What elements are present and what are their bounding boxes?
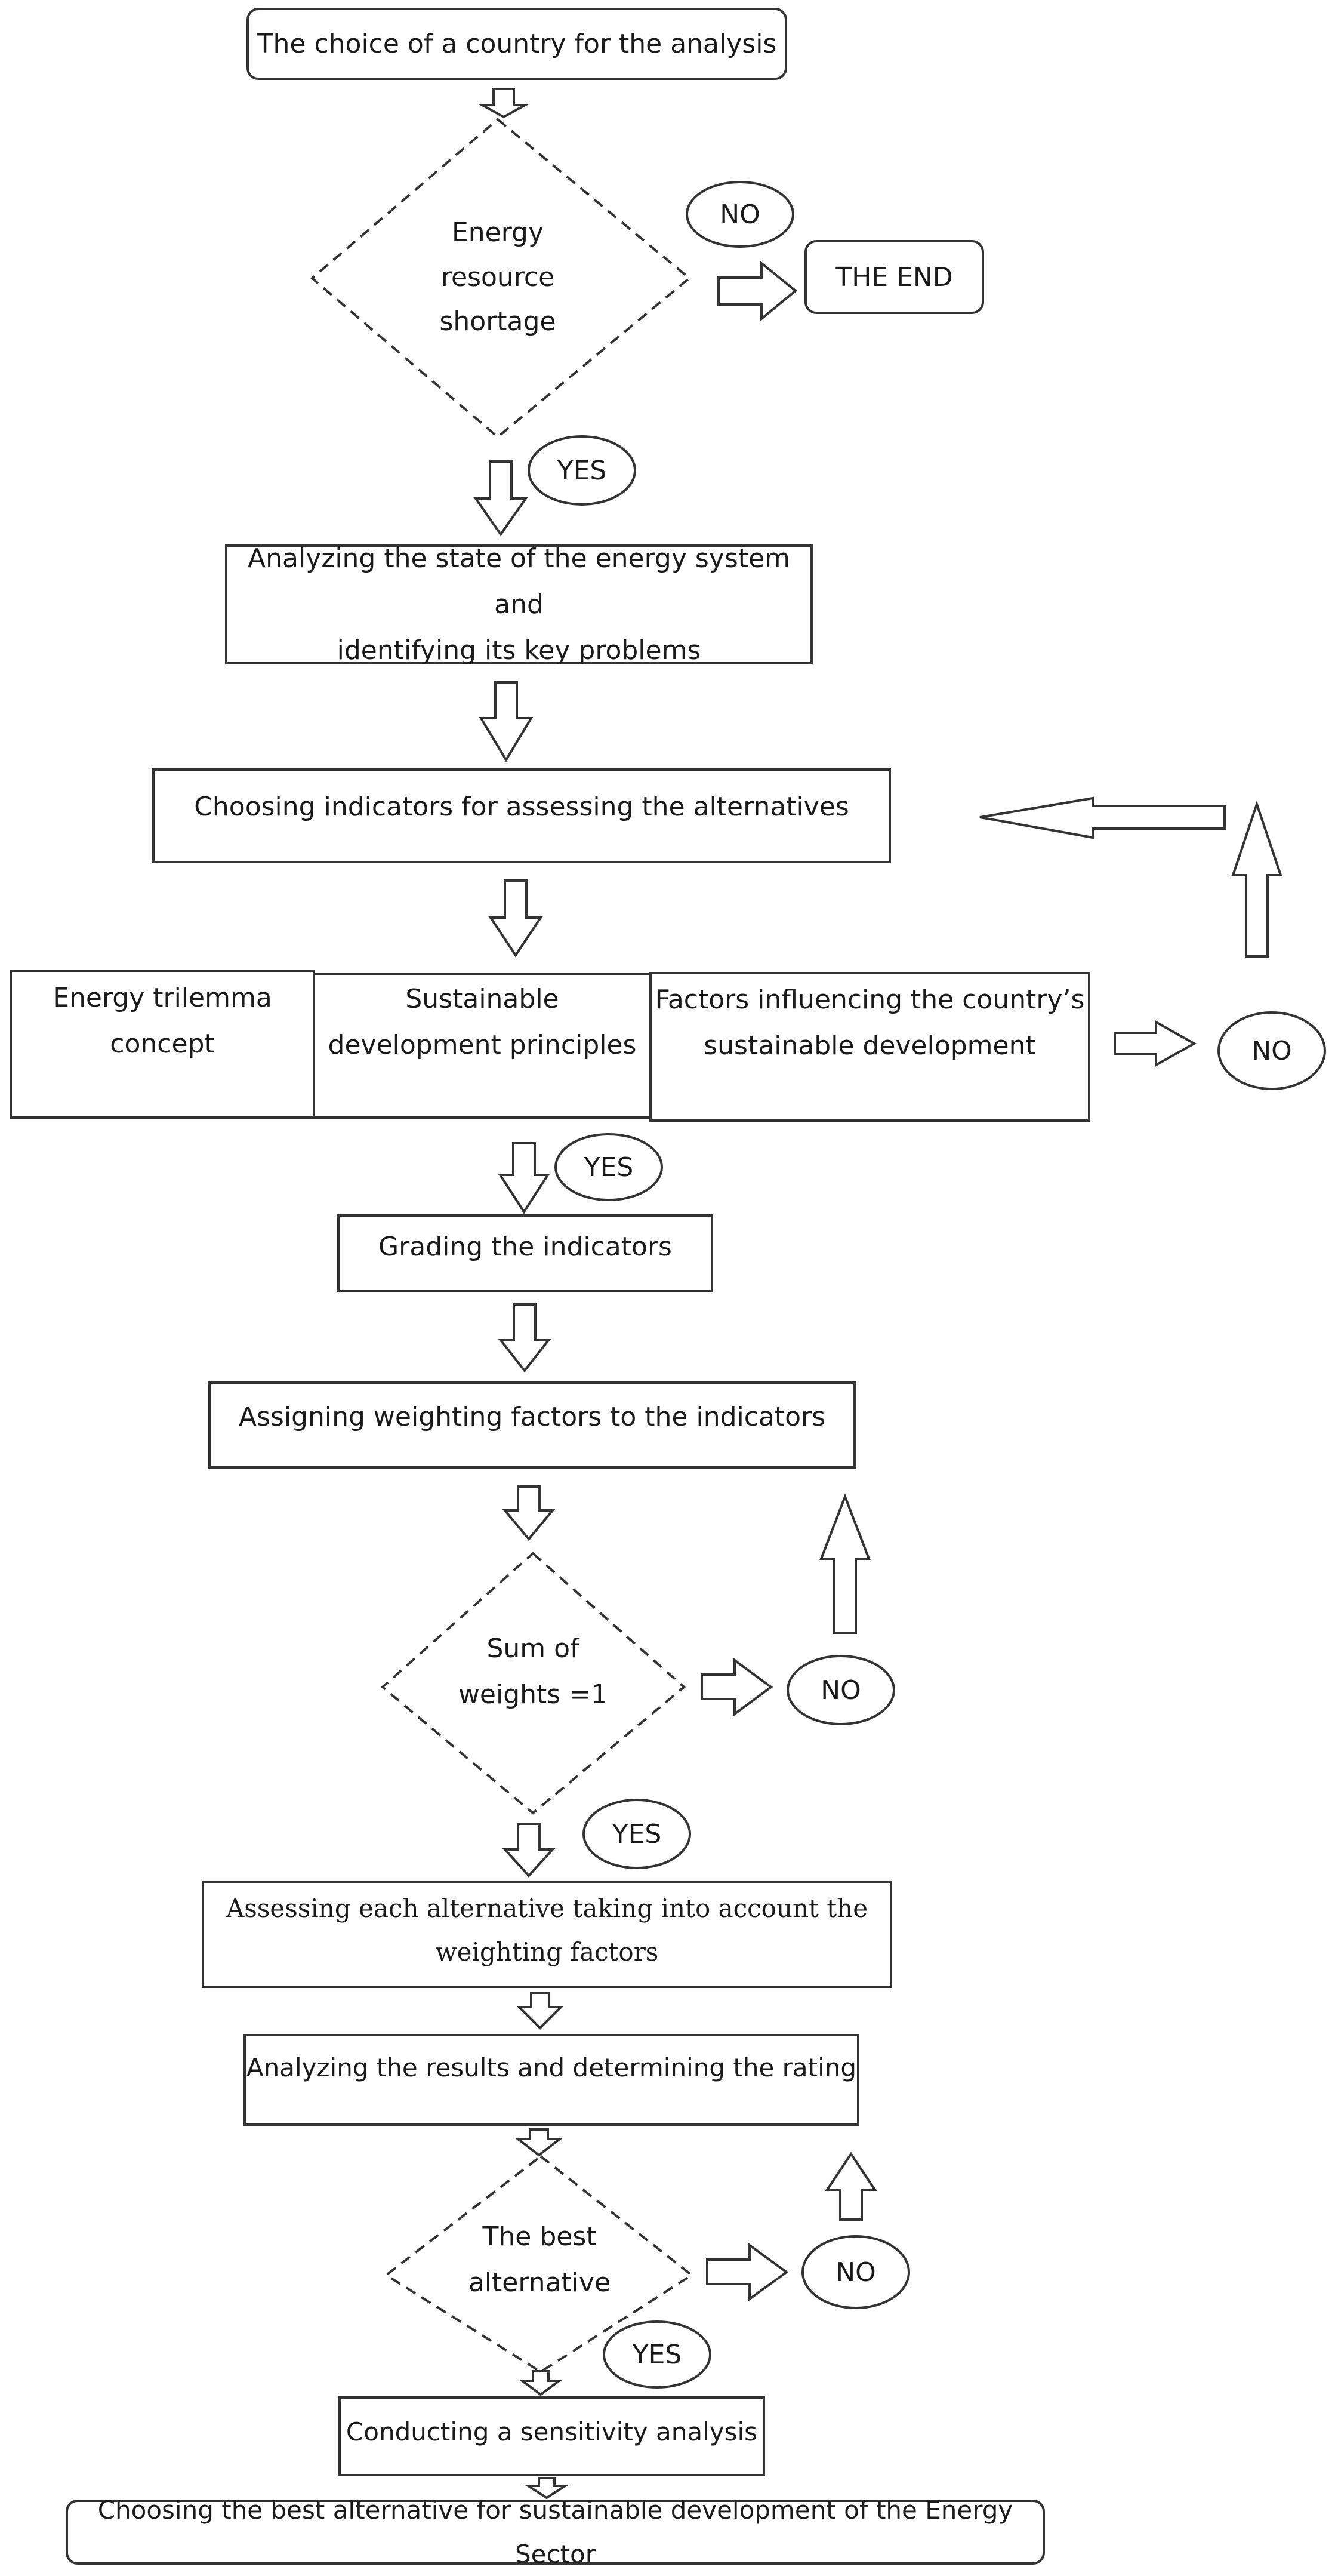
arrow-left-1 — [979, 796, 1226, 839]
yes-ellipse-3 — [582, 1799, 691, 1869]
yes-ellipse-4 — [603, 2320, 711, 2389]
final-box — [66, 2500, 1045, 2565]
arrow-right-2 — [1114, 1020, 1197, 1067]
arrow-down-7 — [502, 1485, 556, 1541]
arrow-down-8 — [502, 1823, 556, 1878]
factors-box — [649, 972, 1090, 1122]
no-ellipse-2 — [1217, 1011, 1326, 1090]
arrow-up-1 — [1231, 800, 1282, 958]
arrow-down-2 — [473, 460, 528, 537]
assign-weights-box — [208, 1381, 856, 1469]
arrow-right-3 — [701, 1658, 773, 1716]
analyze-system-box — [225, 544, 813, 664]
arrow-down-3 — [479, 681, 534, 762]
yes-ellipse-1 — [528, 435, 636, 506]
sustainable-principles-box — [313, 973, 652, 1119]
decision-shortage-diamond — [310, 118, 692, 439]
decision-sum-diamond — [380, 1552, 686, 1815]
no-ellipse-3 — [787, 1655, 895, 1725]
no-ellipse-1 — [686, 181, 794, 248]
arrow-right-4 — [706, 2243, 789, 2301]
arrow-down-4 — [488, 879, 543, 958]
arrow-down-10 — [514, 2128, 563, 2157]
energy-trilemma-box — [10, 970, 315, 1119]
analyze-results-box — [243, 2034, 859, 2126]
arrow-up-3 — [825, 2152, 877, 2221]
arrow-right-1 — [717, 260, 798, 322]
decision-best-diamond — [384, 2155, 694, 2374]
arrow-up-2 — [819, 1493, 871, 1634]
yes-ellipse-2 — [554, 1133, 663, 1201]
choose-indicators-box — [152, 768, 891, 863]
arrow-down-5 — [498, 1142, 550, 1214]
arrow-down-9 — [516, 1992, 564, 2030]
end-box — [804, 240, 984, 314]
grading-box — [337, 1214, 713, 1292]
sensitivity-box — [338, 2396, 765, 2476]
arrow-down-1 — [477, 88, 530, 119]
arrow-down-11 — [518, 2370, 563, 2396]
no-ellipse-4 — [801, 2235, 910, 2309]
start-box — [246, 8, 787, 80]
arrow-down-12 — [524, 2477, 569, 2500]
assess-alternatives-box — [202, 1881, 892, 1988]
arrow-down-6 — [498, 1303, 551, 1373]
